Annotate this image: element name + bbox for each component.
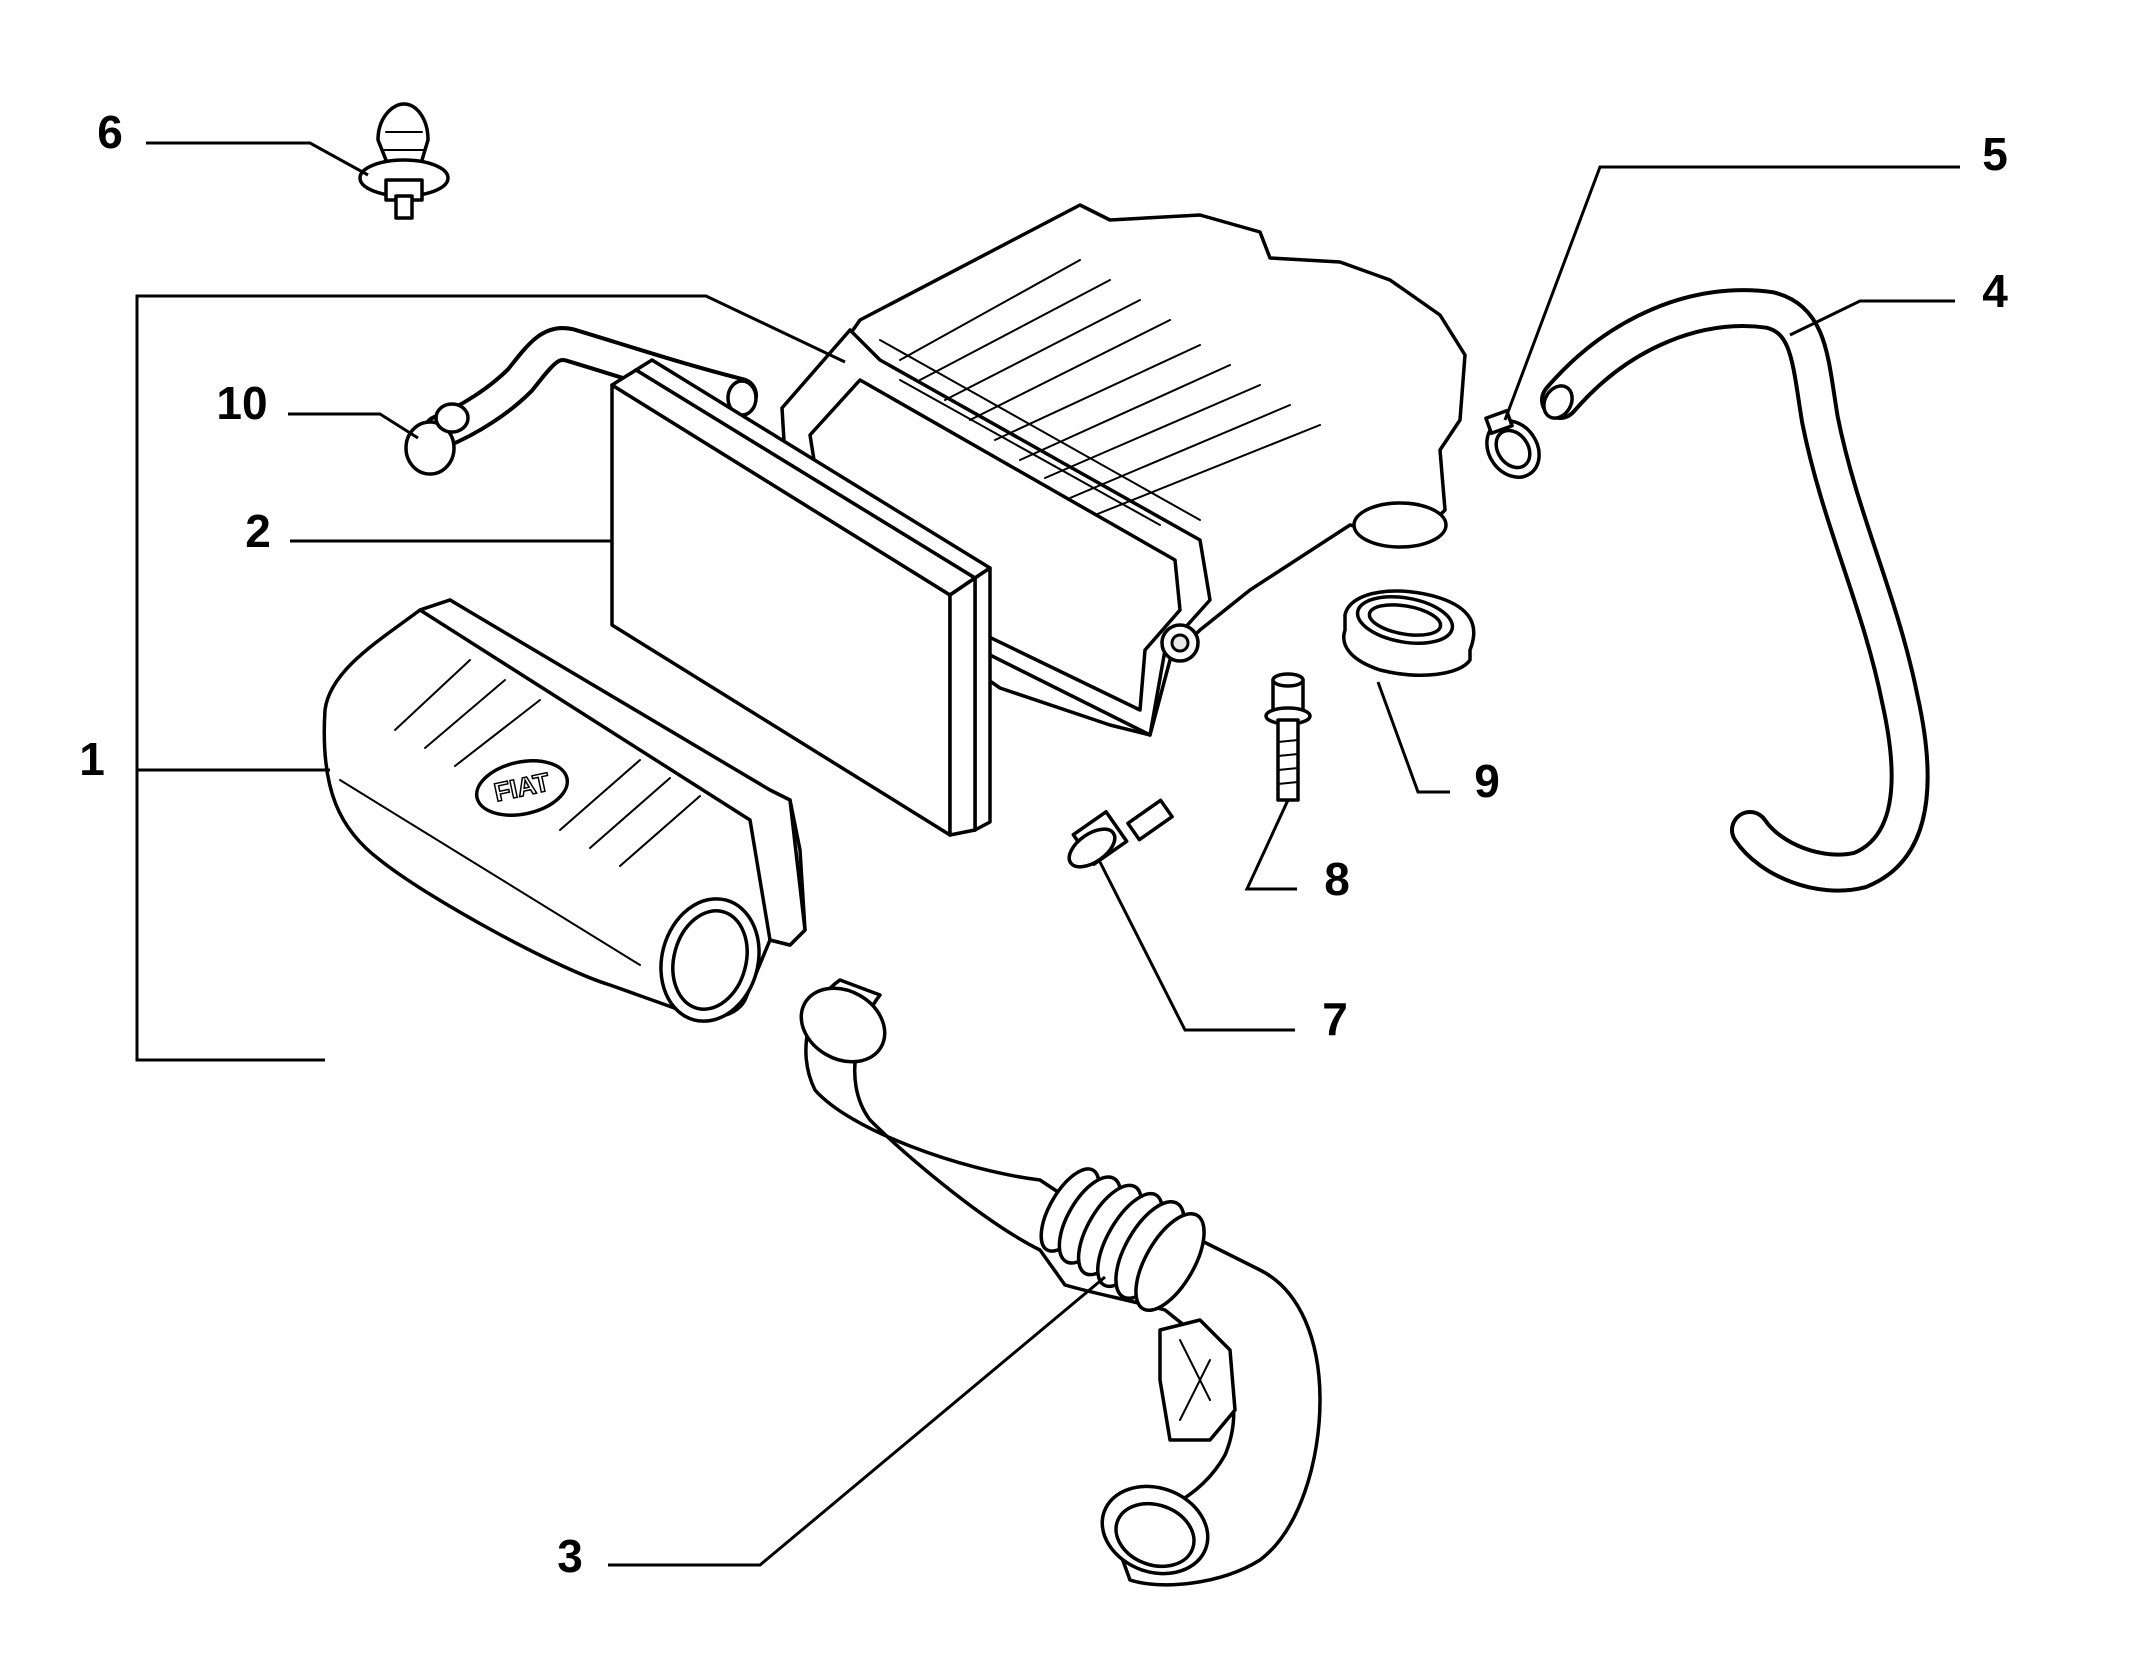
callout-6: 6 <box>97 106 123 158</box>
lower-box-ribs <box>394 659 701 867</box>
bolt-part-7 <box>1067 798 1174 869</box>
hose-part-4 <box>1540 288 1930 893</box>
leader-5 <box>1503 165 1960 421</box>
leader-3 <box>608 1275 1106 1567</box>
leader-8 <box>1244 799 1297 891</box>
callout-1: 1 <box>79 733 105 785</box>
push-clip-part-6 <box>358 102 450 220</box>
leader-4 <box>1789 299 1955 337</box>
fiat-logo-badge <box>474 759 570 817</box>
callout-5: 5 <box>1982 128 2008 180</box>
callout-8: 8 <box>1324 853 1350 905</box>
housing-ribs <box>879 259 1321 526</box>
hose-clamp-part-5 <box>1484 408 1541 479</box>
leader-6 <box>146 141 369 177</box>
leader-7 <box>1098 861 1295 1032</box>
leader-9 <box>1376 681 1450 794</box>
callout-4: 4 <box>1982 265 2008 317</box>
callout-9: 9 <box>1474 755 1500 807</box>
leader-lines <box>135 141 1960 1567</box>
air-box-lower-part-1: FIAT <box>322 598 807 1023</box>
callout-numbers: 1 2 3 4 5 6 7 8 9 10 <box>79 106 2008 1582</box>
callout-3: 3 <box>557 1530 583 1582</box>
filter-element-part-2 <box>610 358 992 837</box>
callout-2: 2 <box>245 505 271 557</box>
leader-1-tick <box>135 770 325 1062</box>
callout-7: 7 <box>1322 993 1348 1045</box>
intake-hose-part-3 <box>799 978 1322 1587</box>
bolt-part-8 <box>1264 672 1312 802</box>
grommet-part-9 <box>1342 589 1476 677</box>
hose-bellows <box>1039 1167 1206 1313</box>
leader-10 <box>288 412 419 440</box>
leader-1-bracket <box>135 294 846 770</box>
callout-10: 10 <box>216 377 267 429</box>
